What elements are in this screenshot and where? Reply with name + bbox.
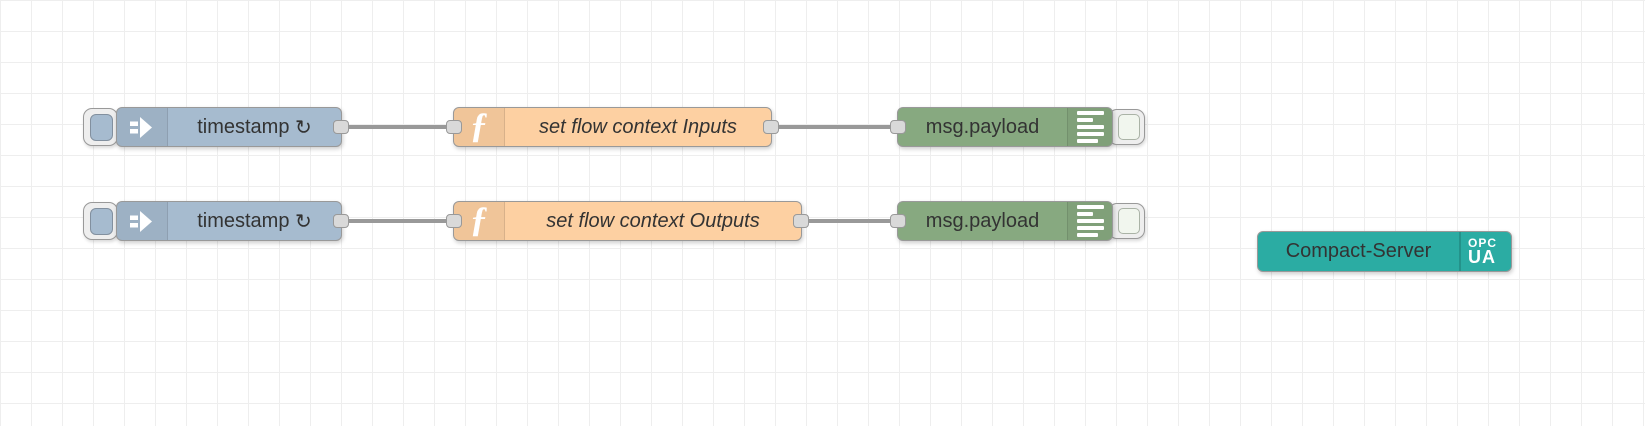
debug-enable-toggle-face	[1118, 208, 1140, 234]
opcua-icon: OPC UA	[1459, 232, 1511, 271]
inject-trigger-button[interactable]	[83, 108, 118, 146]
output-port[interactable]	[333, 214, 349, 228]
inject-node[interactable]: timestamp ↻	[116, 107, 349, 147]
node-label: set flow context Outputs	[546, 209, 760, 232]
inject-label-text: timestamp	[197, 115, 290, 138]
debug-icon	[1067, 108, 1112, 146]
node-label: msg.payload	[925, 209, 1040, 232]
node-label: set flow context Inputs	[539, 115, 737, 138]
debug-enable-toggle[interactable]	[1108, 203, 1145, 239]
function-icon: ƒ	[454, 201, 505, 240]
node-label: Compact-Server	[1285, 240, 1432, 262]
input-port[interactable]	[446, 120, 462, 134]
input-port[interactable]	[446, 214, 462, 228]
node-label: msg.payload	[925, 115, 1040, 138]
inject-label-text: timestamp	[197, 209, 290, 232]
opcua-compact-server-node[interactable]: Compact-Server OPC UA	[1257, 231, 1512, 272]
repeat-indicator-icon: ↻	[295, 116, 312, 139]
debug-enable-toggle-face	[1118, 114, 1140, 140]
inject-trigger-button-face	[90, 208, 113, 235]
output-port[interactable]	[763, 120, 779, 134]
function-node[interactable]: ƒ set flow context Inputs	[446, 107, 779, 147]
output-port[interactable]	[333, 120, 349, 134]
inject-node[interactable]: timestamp ↻	[116, 201, 349, 241]
input-port[interactable]	[890, 120, 906, 134]
inject-icon	[117, 108, 168, 146]
debug-enable-toggle[interactable]	[1108, 109, 1145, 145]
node-label: timestamp ↻	[168, 108, 341, 146]
debug-node[interactable]: msg.payload	[890, 107, 1113, 147]
inject-icon	[117, 202, 168, 240]
function-icon: ƒ	[454, 107, 505, 146]
repeat-indicator-icon: ↻	[295, 210, 312, 233]
node-label: timestamp ↻	[168, 202, 341, 240]
output-port[interactable]	[793, 214, 809, 228]
debug-node[interactable]: msg.payload	[890, 201, 1113, 241]
function-node[interactable]: ƒ set flow context Outputs	[446, 201, 809, 241]
debug-icon	[1067, 202, 1112, 240]
input-port[interactable]	[890, 214, 906, 228]
inject-trigger-button-face	[90, 114, 113, 141]
inject-trigger-button[interactable]	[83, 202, 118, 240]
